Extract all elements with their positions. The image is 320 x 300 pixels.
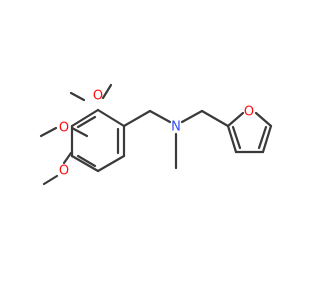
atom-label: O <box>59 164 69 179</box>
bond <box>96 154 126 173</box>
bond <box>69 91 86 102</box>
bond <box>226 111 245 128</box>
bond <box>226 124 238 154</box>
atom-label: O <box>244 105 254 120</box>
bond <box>148 109 172 124</box>
oxygen-atom: O <box>93 89 103 104</box>
bond <box>76 154 97 168</box>
bond <box>70 108 100 128</box>
molecule-diagram: O O O N O <box>39 83 273 186</box>
bond <box>96 108 126 128</box>
oxygen-atom: O <box>59 164 69 179</box>
bond <box>39 126 58 138</box>
bond <box>76 115 97 129</box>
oxygen-atom: O <box>59 121 69 136</box>
atom-label: N <box>171 120 181 135</box>
bond-layer <box>39 83 273 186</box>
atom-label: O <box>59 121 69 136</box>
bond <box>200 109 230 128</box>
bond <box>254 111 273 128</box>
bond <box>122 109 152 128</box>
bond <box>231 125 242 150</box>
bond <box>62 151 73 165</box>
oxygen-atom: O <box>244 105 254 120</box>
bond <box>70 154 100 173</box>
bond <box>261 124 273 154</box>
bond <box>257 125 268 150</box>
atom-layer: O O O N O <box>59 89 254 179</box>
bond <box>180 109 204 124</box>
bond <box>70 126 89 138</box>
bond <box>42 174 59 186</box>
nitrogen-atom: N <box>171 120 181 135</box>
bond <box>101 83 113 100</box>
atom-label: O <box>93 89 103 104</box>
